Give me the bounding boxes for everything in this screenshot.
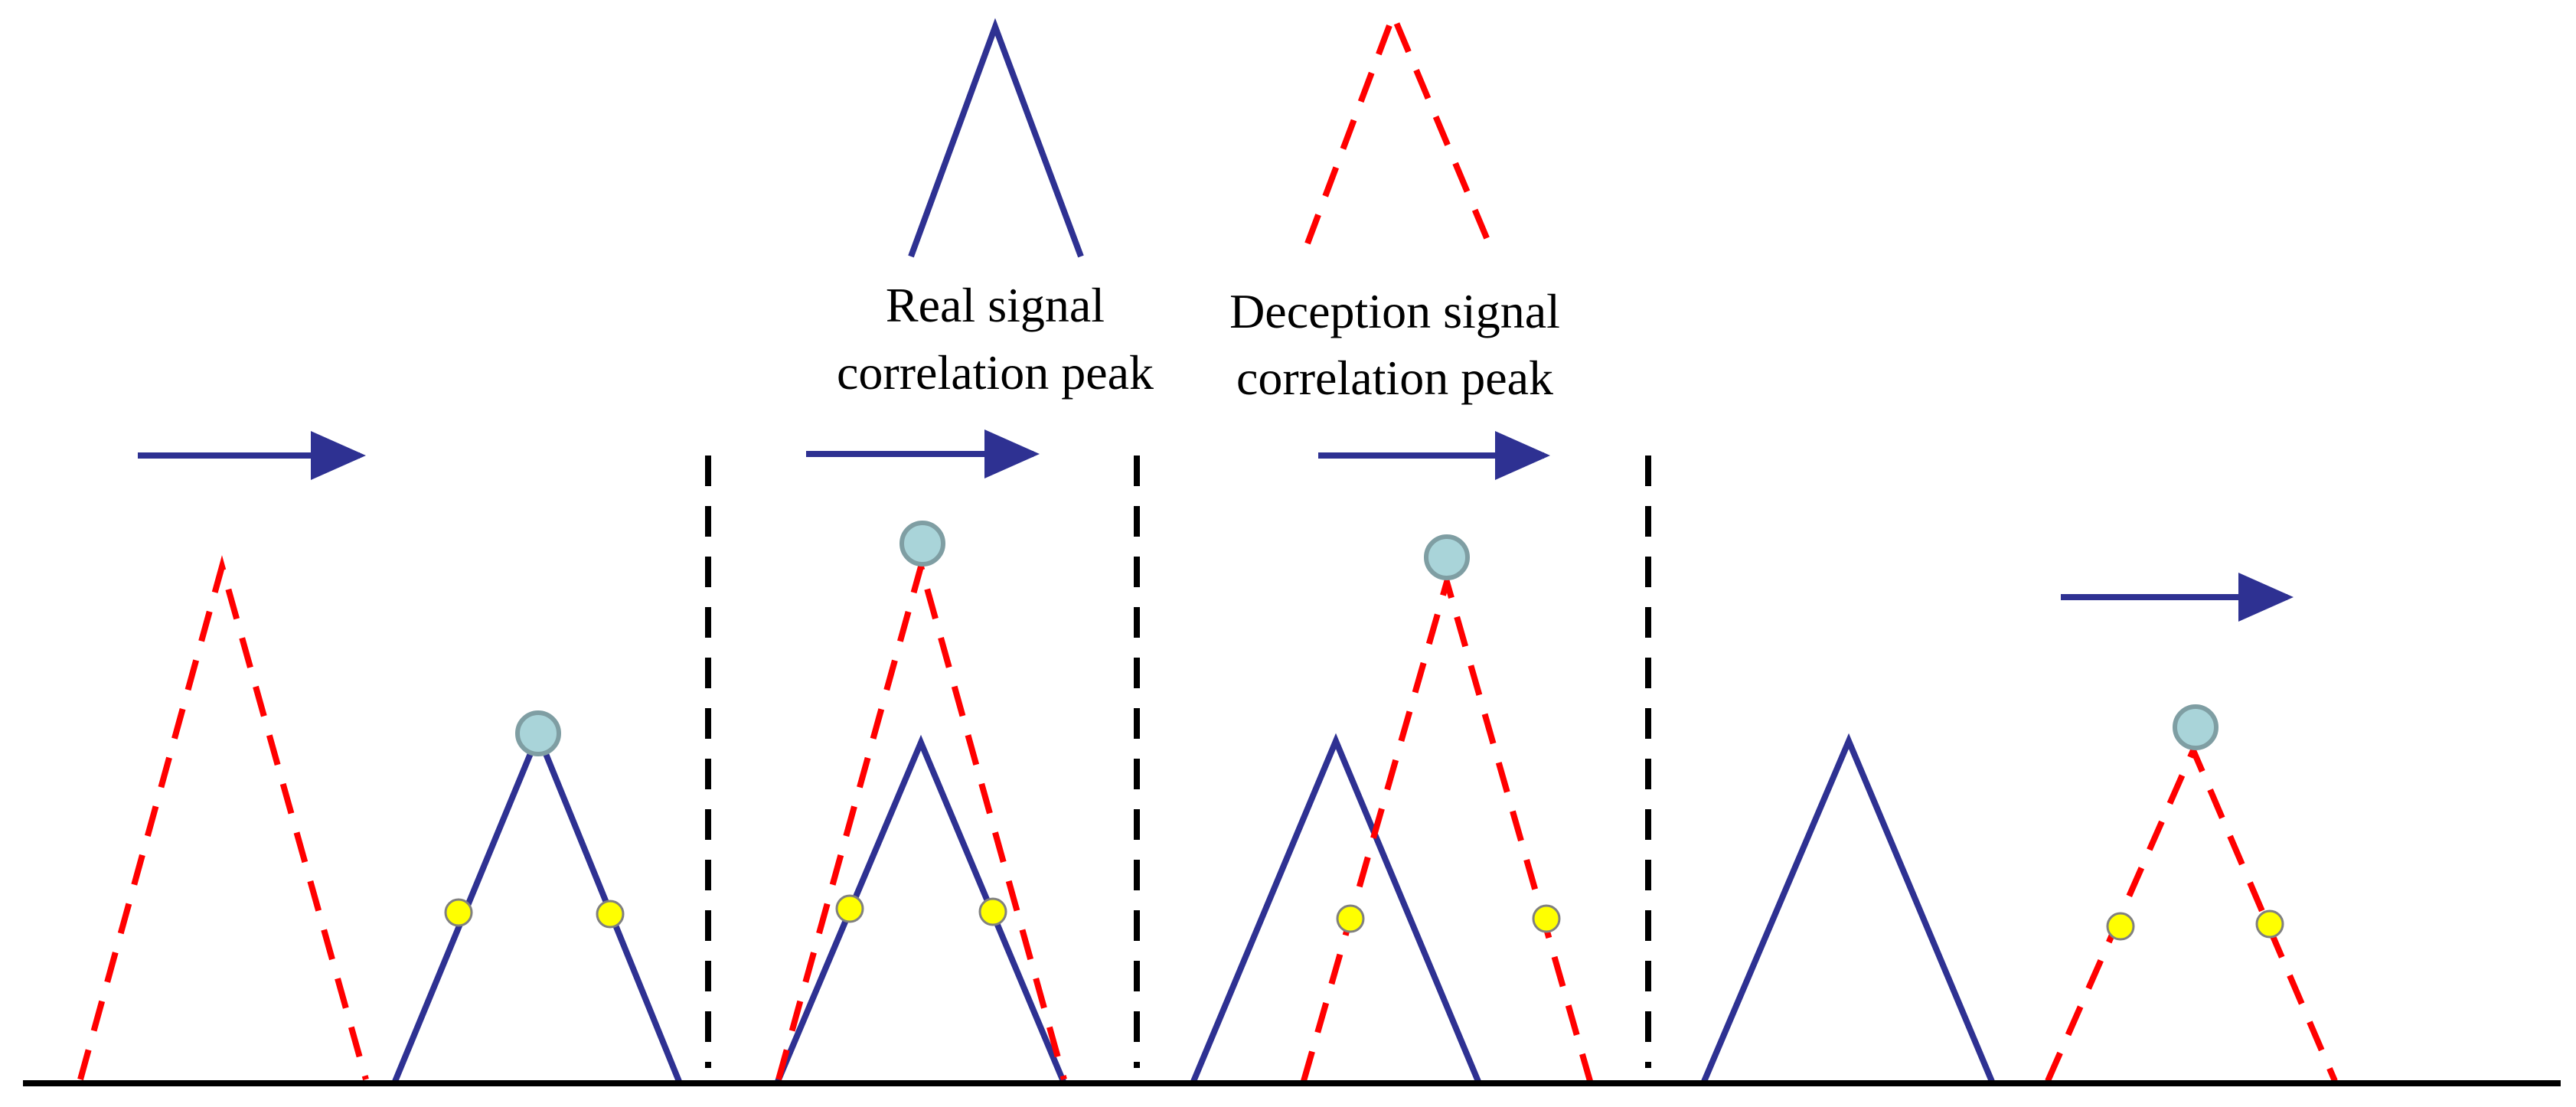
stage-4 <box>1700 573 2338 1085</box>
legend-real-peak-label-1: Real signal <box>886 278 1105 332</box>
deception-peak <box>77 555 369 1081</box>
real-peak <box>774 734 1067 1085</box>
legend-deception-peak-label-2: correlation peak <box>1236 351 1553 405</box>
early-point-icon <box>835 894 864 923</box>
late-point-icon <box>1532 904 1561 933</box>
late-point-icon <box>978 897 1007 926</box>
stage-2 <box>774 429 1067 1085</box>
stage-1 <box>77 431 683 1085</box>
early-point-icon <box>1336 904 1365 933</box>
real-peak <box>391 727 683 1085</box>
stage-3 <box>1190 431 1593 1085</box>
real-peak <box>1700 733 1996 1085</box>
prompt-point-icon <box>2173 704 2218 750</box>
late-point-icon <box>596 900 625 929</box>
legend-real-peak: Real signal correlation peak <box>837 18 1154 400</box>
prompt-point-icon <box>899 521 945 567</box>
deception-peak <box>775 555 1067 1081</box>
legend-real-peak-line <box>908 18 1084 258</box>
deception-peak <box>2045 742 2338 1083</box>
legend-real-peak-label-2: correlation peak <box>837 345 1154 400</box>
late-point-icon <box>2255 909 2284 939</box>
early-point-icon <box>2106 912 2135 941</box>
early-point-icon <box>444 898 473 927</box>
legend-deception-peak: Deception signal correlation peak <box>1229 7 1560 405</box>
prompt-point-icon <box>1424 534 1470 580</box>
prompt-point-icon <box>515 710 561 756</box>
legend-deception-peak-label-1: Deception signal <box>1229 284 1560 338</box>
legend-deception-peak-line <box>1304 7 1492 245</box>
real-peak <box>1190 733 1482 1085</box>
